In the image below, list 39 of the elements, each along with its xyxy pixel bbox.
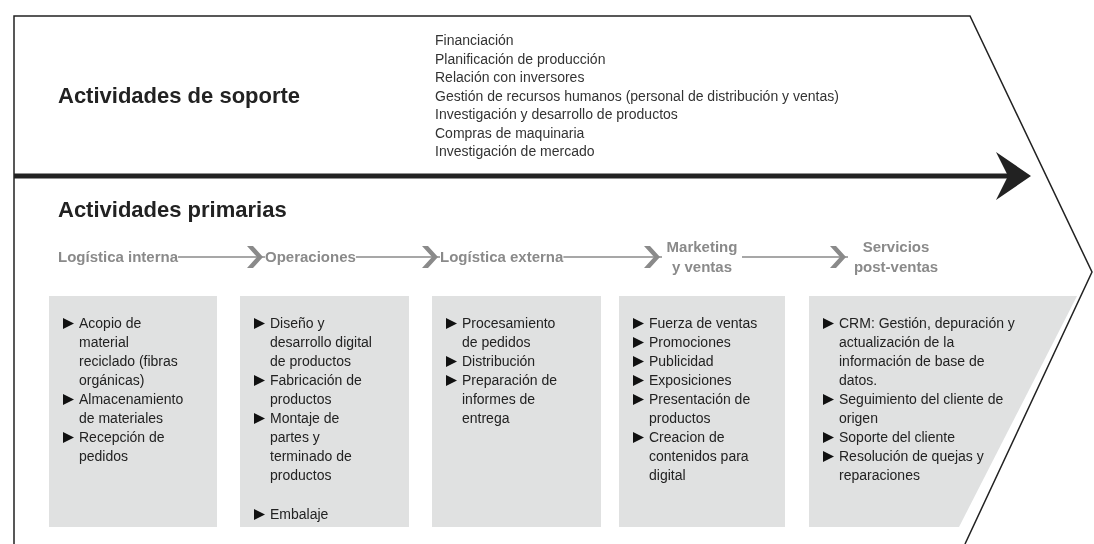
list-item: Almacenamiento de materiales	[79, 390, 185, 428]
list-item: Distribución	[462, 352, 537, 371]
stage-heading: Logística externa	[440, 247, 564, 267]
support-activity: Investigación y desarrollo de productos	[435, 105, 679, 124]
list-item: Soporte del cliente	[839, 428, 956, 447]
band-heading: Actividades de soporte	[58, 83, 301, 109]
band-heading: Actividades primarias	[58, 197, 287, 223]
activity-box	[49, 296, 217, 527]
support-activity: Gestión de recursos humanos (personal de distribución y ventas)	[435, 86, 839, 105]
list-item: Publicidad	[649, 352, 715, 371]
activity-box	[809, 296, 1077, 527]
list-item: Fabricación de productos	[270, 371, 363, 409]
list-item: Presentación de productos	[649, 390, 752, 428]
list-item: Montaje de partes y terminado de productos	[270, 409, 353, 485]
list-item: Procesamiento de pedidos	[462, 314, 557, 352]
activity-box	[432, 296, 601, 527]
list-item: Fuerza de ventas	[649, 314, 759, 333]
support-activity: Relación con inversores	[435, 68, 586, 87]
list-item: Resolución de quejas y reparaciones	[839, 447, 985, 485]
list-item: Exposiciones	[649, 371, 733, 390]
list-item: Diseño y desarrollo digital de productos	[270, 314, 373, 371]
list-item: Embalaje	[270, 505, 330, 524]
support-activity: Compras de maquinaria	[435, 123, 586, 142]
support-activity: Planificación de producción	[435, 49, 607, 68]
support-activity: Financiación	[435, 31, 515, 50]
support-activity: Investigación de mercado	[435, 142, 596, 161]
stage-heading: Marketing y ventas	[665, 237, 739, 277]
list-item: Promociones	[649, 333, 732, 352]
stage-heading: Servicios post-ventas	[852, 237, 940, 277]
list-item: CRM: Gestión, depuración y actualización de la información de base de datos.	[839, 314, 1016, 390]
list-item: Seguimiento del cliente de origen	[839, 390, 1005, 428]
activity-box	[240, 296, 409, 527]
stage-heading: Logística interna	[58, 247, 179, 267]
list-item: Acopio de material reciclado (fibras orgánicas)	[79, 314, 179, 390]
activity-box	[619, 296, 785, 527]
list-item: Creacion de contenidos para digital	[649, 428, 750, 485]
list-item: Preparación de informes de entrega	[462, 371, 558, 428]
list-item: Recepción de pedidos	[79, 428, 166, 466]
stage-heading: Operaciones	[265, 247, 356, 267]
